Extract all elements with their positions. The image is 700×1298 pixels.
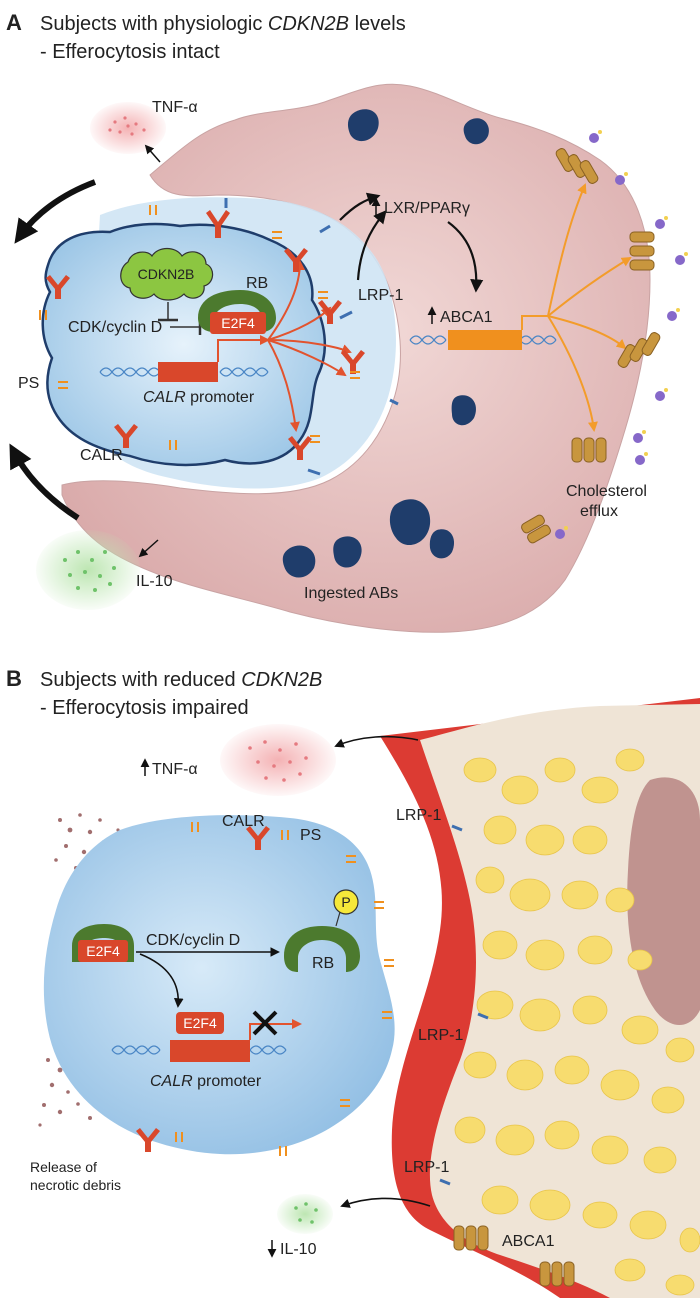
- lxr-label: LXR/PPARγ: [384, 200, 470, 217]
- lipid-droplets: [454, 748, 700, 1296]
- il10-arrow-a: [138, 539, 159, 558]
- apoptotic-cell-b: [43, 815, 395, 1155]
- calr-promoter-box-b: [170, 1040, 250, 1062]
- e2f4-protein-a: [210, 312, 266, 334]
- cdkn2b-label: CDKN2B: [138, 266, 195, 282]
- phospho-label: P: [341, 894, 350, 910]
- abca1-fanout-arrows: [547, 183, 632, 432]
- panel-a: A Subjects with physiologic CDKN2B level…: [6, 10, 688, 633]
- calr-transcription-arrow-b: [249, 1019, 302, 1040]
- e2f4-carrier-b: [72, 924, 134, 962]
- e2f4-to-promoter-arrow: [139, 953, 184, 1008]
- calr-transcription-arrow-a: [217, 335, 270, 362]
- tnf-label-a: TNF-α: [152, 99, 198, 116]
- lrp1-markers-b: [439, 824, 489, 1186]
- ps-markers-b: [175, 822, 394, 1156]
- cholesterol-molecules: [555, 130, 688, 539]
- receptor-to-lxr-arrow: [339, 192, 381, 221]
- lrp1-to-lxr-arrow: [356, 209, 387, 281]
- calr-markers-a: [46, 210, 365, 460]
- abca1-transcription-line: [521, 315, 548, 330]
- il10-cloud-b: [277, 1194, 333, 1234]
- rb-label-b: RB: [312, 955, 334, 972]
- panel-a-title: Subjects with physiologic CDKN2B levels: [40, 13, 406, 35]
- calr-label-a: CALR: [80, 447, 123, 464]
- rb-protein-a: [198, 290, 276, 332]
- calr-promoter-label-a: CALR promoter: [143, 389, 255, 406]
- tnf-arrow-a: [144, 144, 161, 163]
- tnf-arrow-b: [334, 735, 419, 748]
- efflux-label: efflux: [580, 503, 618, 520]
- rb-label-a: RB: [246, 275, 268, 292]
- panel-b: B Subjects with reduced CDKN2B - Efferoc…: [6, 666, 700, 1298]
- dna-abca1: [409, 335, 557, 345]
- phospho-group: [333, 889, 359, 915]
- ingested-bodies-a: [282, 109, 489, 578]
- lrp1-label-b-top: LRP-1: [396, 807, 441, 824]
- panel-a-letter: A: [6, 10, 22, 35]
- cdk-cyclin-label-a: CDK/cyclin D: [68, 319, 162, 336]
- abca1-gene-box: [448, 330, 522, 350]
- panel-b-title: Subjects with reduced CDKN2B: [40, 669, 322, 691]
- dna-a: [99, 367, 269, 377]
- abca1-label-b: ABCA1: [502, 1233, 555, 1250]
- abca1-label-a: ABCA1: [440, 309, 493, 326]
- tnf-cloud-b: [220, 724, 336, 796]
- dna-b: [111, 1045, 287, 1055]
- lrp1-markers-a: [224, 198, 399, 476]
- tnf-cloud-a: [90, 102, 166, 154]
- panel-b-subtitle: - Efferocytosis impaired: [40, 697, 249, 719]
- ps-label-b: PS: [300, 827, 321, 844]
- abca1-transporters-a: [521, 148, 661, 544]
- release-label-line2: necrotic debris: [30, 1177, 121, 1193]
- e2f4-bound-protein: [176, 1012, 224, 1034]
- tnf-label-b: TNF-α: [152, 761, 198, 778]
- panel-a-subtitle: - Efferocytosis intact: [40, 41, 220, 63]
- rb-protein-b: [284, 926, 360, 972]
- tnf-dots-a: [108, 116, 146, 136]
- calr-label-b: CALR: [222, 813, 265, 830]
- e2f4-label-b: E2F4: [86, 943, 120, 959]
- cdkn2b-shape: [120, 247, 214, 301]
- release-label-line1: Release of: [30, 1159, 97, 1175]
- cdk-cyclin-label-b: CDK/cyclin D: [146, 932, 240, 949]
- il10-label-a: IL-10: [136, 573, 173, 590]
- phospho-link: [335, 911, 341, 927]
- calr-promoter-box-a: [158, 362, 218, 382]
- lrp1-label-a: LRP-1: [358, 287, 403, 304]
- panel-b-letter: B: [6, 666, 22, 691]
- ingested-label-a: Ingested ABs: [304, 585, 398, 602]
- il10-dots-a: [63, 550, 116, 592]
- abca1-transporters-b: [453, 1225, 575, 1287]
- calr-markers-b: [136, 826, 270, 1152]
- lxr-to-abca1-arrow: [447, 221, 484, 293]
- ps-label-a: PS: [18, 375, 39, 392]
- e2f4-bound-label: E2F4: [183, 1015, 217, 1031]
- lrp1-label-b-bottom: LRP-1: [404, 1159, 449, 1176]
- engulf-arrow-bottom: [9, 443, 80, 521]
- engulf-arrow-top: [14, 179, 97, 244]
- macrophage-a: [61, 83, 651, 633]
- e2f4-label-a: E2F4: [221, 315, 255, 331]
- tnf-dots-b: [248, 740, 308, 782]
- calr-promoter-label-b: CALR promoter: [150, 1073, 262, 1090]
- cholesterol-label: Cholesterol: [566, 483, 647, 500]
- apoptotic-cell-a: [41, 222, 327, 467]
- e2f4-protein-b: [78, 940, 128, 962]
- ps-markers-a: [39, 205, 360, 450]
- il10-cloud-a: [36, 530, 140, 610]
- il10-dots-b: [294, 1202, 318, 1224]
- il10-arrow-b: [340, 1197, 431, 1208]
- lrp1-label-b-mid: LRP-1: [418, 1027, 463, 1044]
- blocked-x-icon: [252, 1010, 278, 1036]
- il10-label-b: IL-10: [280, 1241, 317, 1258]
